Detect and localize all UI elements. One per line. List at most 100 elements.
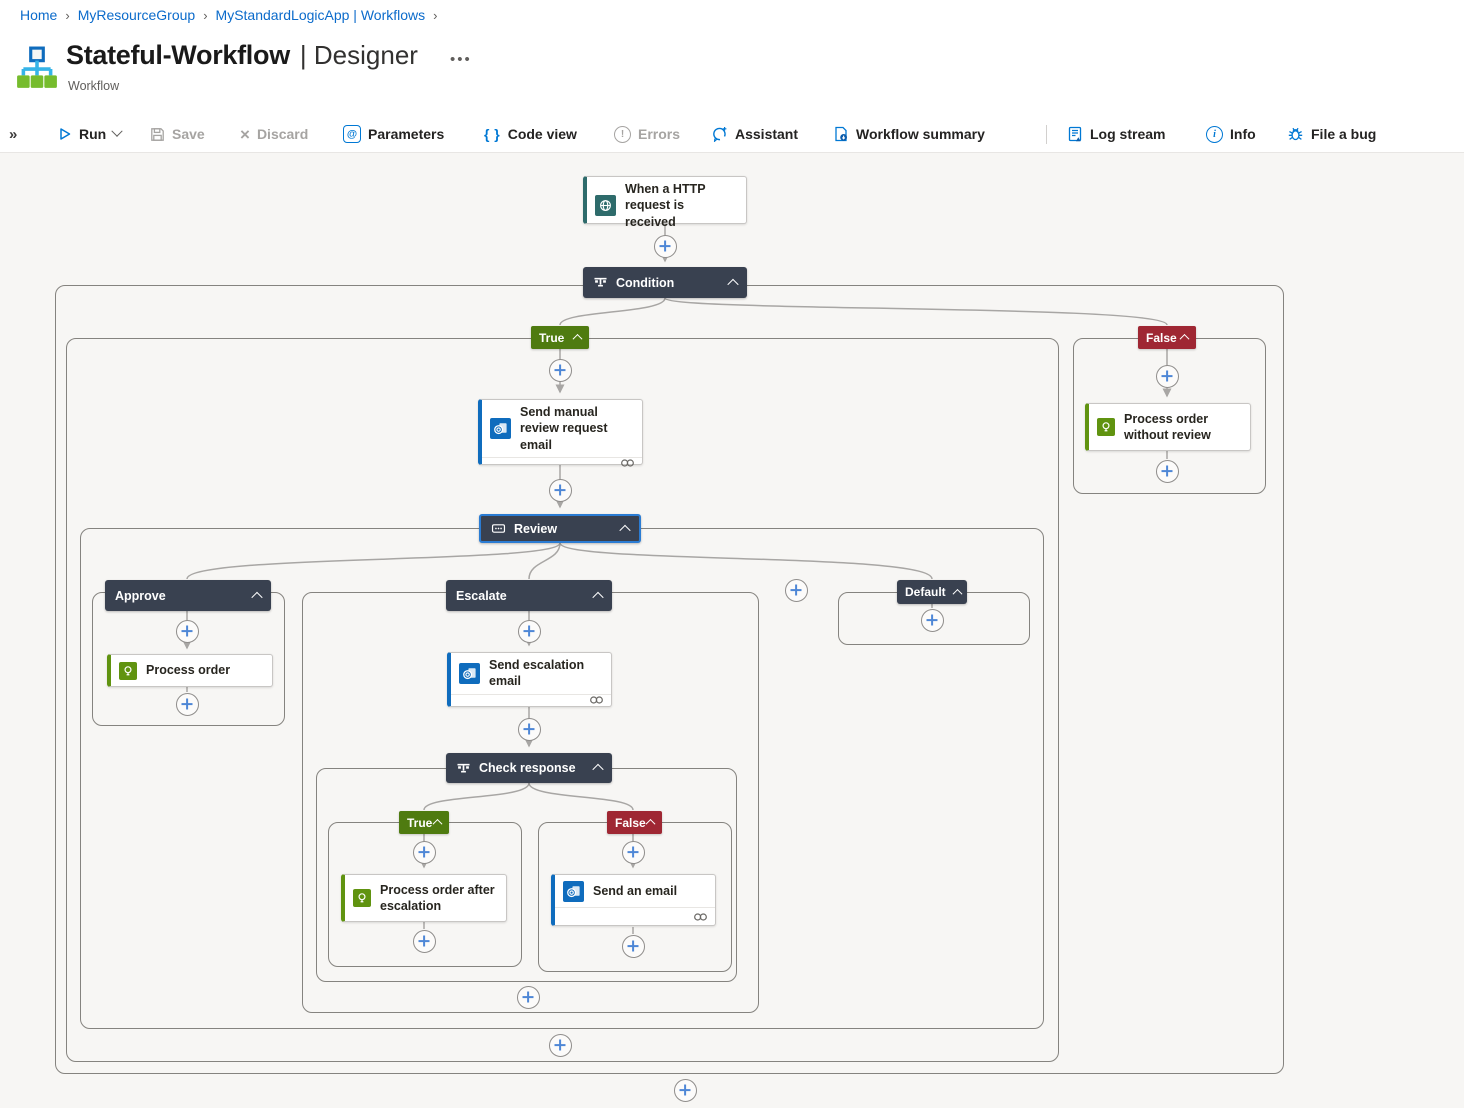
outlook-icon: [490, 417, 511, 439]
add-action-button[interactable]: [621, 934, 645, 958]
play-icon: [58, 127, 72, 141]
workflow-name: Stateful-Workflow: [66, 40, 290, 70]
run-label: Run: [79, 126, 107, 142]
true-label: True: [539, 330, 565, 345]
escalate-case-header[interactable]: Escalate: [446, 580, 612, 611]
condition-false-badge[interactable]: False: [1138, 326, 1196, 349]
add-action-button[interactable]: [516, 985, 540, 1009]
add-action-button[interactable]: [517, 717, 541, 741]
action-node-process-order-without-review[interactable]: Process order without review: [1085, 403, 1251, 451]
collapse-chevron-icon: [572, 333, 583, 344]
add-action-button[interactable]: [653, 234, 677, 258]
connection-link-icon[interactable]: [620, 458, 635, 468]
add-action-button[interactable]: [175, 619, 199, 643]
log-document-icon: [1067, 126, 1083, 142]
false-label: False: [615, 815, 646, 830]
trigger-node-http-request[interactable]: When a HTTP request is received: [583, 176, 747, 229]
review-label: Review: [514, 521, 558, 536]
code-braces-icon: { }: [484, 126, 501, 142]
false-label: False: [1146, 330, 1177, 345]
check-response-label: Check response: [479, 761, 576, 775]
trigger-label: When a HTTP request is received: [625, 182, 706, 229]
add-action-button[interactable]: [621, 840, 645, 864]
action-node-process-order[interactable]: Process order: [107, 654, 273, 687]
add-action-button[interactable]: [920, 608, 944, 632]
check-false-badge[interactable]: False: [607, 811, 662, 834]
condition-true-badge[interactable]: True: [531, 326, 589, 349]
add-case-button[interactable]: [784, 578, 808, 602]
code-view-label: Code view: [507, 126, 577, 142]
file-a-bug-button[interactable]: File a bug: [1287, 117, 1376, 151]
outlook-icon: [563, 880, 584, 902]
add-action-button[interactable]: [412, 929, 436, 953]
breadcrumb-separator-icon: ›: [65, 7, 70, 23]
breadcrumb-separator-icon: ›: [433, 7, 438, 23]
condition-node[interactable]: Condition: [583, 267, 747, 298]
discard-button[interactable]: × Discard: [240, 117, 308, 151]
errors-button[interactable]: ! Errors: [614, 117, 680, 151]
action-label: Send manual review request email: [520, 405, 608, 452]
workflow-summary-button[interactable]: Workflow summary: [833, 117, 985, 151]
parameters-button[interactable]: @ Parameters: [343, 117, 444, 151]
save-button[interactable]: Save: [150, 117, 205, 151]
check-response-condition-node[interactable]: Check response: [446, 753, 612, 783]
action-node-send-an-email[interactable]: Send an email: [551, 874, 716, 926]
close-icon: ×: [240, 124, 250, 144]
check-true-badge[interactable]: True: [399, 811, 449, 834]
process-action-icon: [119, 661, 137, 680]
log-stream-button[interactable]: Log stream: [1067, 117, 1165, 151]
more-options-icon[interactable]: •••: [449, 51, 472, 68]
add-action-button[interactable]: [412, 840, 436, 864]
review-switch-node[interactable]: Review: [479, 514, 641, 543]
workflow-summary-label: Workflow summary: [856, 126, 985, 142]
command-bar: » Run Save × Discard @ Parameters { } Co…: [0, 117, 1464, 153]
info-icon: i: [1206, 125, 1223, 143]
breadcrumb-logic-app-link[interactable]: MyStandardLogicApp | Workflows: [215, 7, 426, 23]
collapse-chevron-icon: [1179, 333, 1190, 344]
view-name: | Designer: [299, 40, 418, 70]
condition-label: Condition: [616, 275, 675, 290]
assistant-label: Assistant: [735, 126, 799, 142]
collapse-chevron-icon: [592, 591, 604, 603]
add-action-button[interactable]: [175, 692, 199, 716]
breadcrumb: Home › MyResourceGroup › MyStandardLogic…: [20, 7, 437, 23]
log-stream-label: Log stream: [1090, 126, 1166, 142]
add-action-button[interactable]: [1155, 459, 1179, 483]
default-label: Default: [905, 585, 946, 599]
add-action-button[interactable]: [548, 478, 572, 502]
info-button[interactable]: i Info: [1206, 117, 1256, 151]
collapse-chevron-icon: [619, 524, 631, 536]
connection-link-icon[interactable]: [693, 912, 708, 922]
action-node-send-escalation-email[interactable]: Send escalation email: [447, 652, 612, 707]
add-action-button[interactable]: [548, 1033, 572, 1057]
error-circle-icon: !: [614, 125, 631, 143]
breadcrumb-separator-icon: ›: [203, 7, 208, 23]
collapse-chevron-icon: [727, 278, 739, 290]
connection-link-icon[interactable]: [589, 695, 604, 705]
parameters-icon: @: [343, 125, 361, 143]
switch-icon: [491, 523, 506, 534]
true-label: True: [407, 815, 433, 830]
assistant-button[interactable]: Assistant: [711, 117, 798, 151]
expand-panel-button[interactable]: »: [9, 117, 17, 151]
action-label: Process order: [146, 663, 231, 678]
double-chevron-right-icon: »: [9, 125, 18, 143]
add-action-button[interactable]: [548, 358, 572, 382]
action-node-send-manual-review[interactable]: Send manual review request email: [478, 399, 643, 468]
run-button[interactable]: Run: [58, 117, 123, 151]
add-action-button[interactable]: [1155, 364, 1179, 388]
action-node-process-order-after-escalation[interactable]: Process order after escalation: [341, 874, 507, 922]
save-icon: [150, 127, 165, 142]
breadcrumb-home-link[interactable]: Home: [20, 7, 58, 23]
default-case-header[interactable]: Default: [897, 580, 967, 604]
add-action-button[interactable]: [673, 1078, 697, 1102]
breadcrumb-resource-group-link[interactable]: MyResourceGroup: [77, 7, 196, 23]
approve-case-header[interactable]: Approve: [105, 580, 271, 611]
code-view-button[interactable]: { } Code view: [484, 117, 577, 151]
approve-label: Approve: [115, 588, 166, 603]
add-action-button[interactable]: [517, 619, 541, 643]
connection-footer: [555, 907, 715, 925]
file-a-bug-label: File a bug: [1311, 126, 1377, 142]
page-title: Stateful-Workflow | Designer •••: [66, 40, 472, 71]
